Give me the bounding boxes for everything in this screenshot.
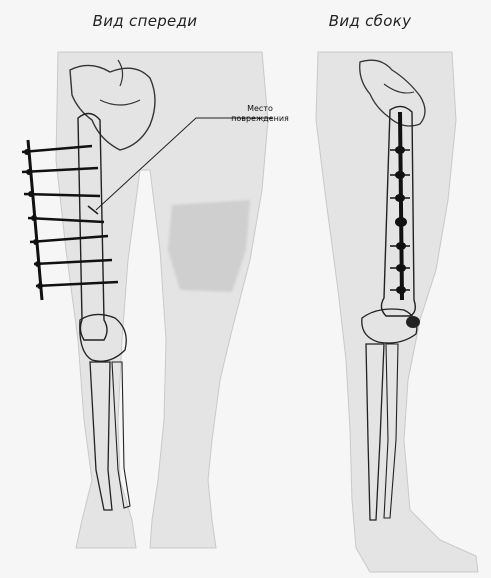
injury-site-label-line1: Место bbox=[210, 104, 310, 114]
injury-site-label: Место повреждения bbox=[210, 104, 310, 124]
injury-site-label-line2: повреждения bbox=[210, 114, 310, 124]
side-patella bbox=[406, 316, 420, 328]
side-view-title: Вид сбоку bbox=[300, 10, 440, 32]
front-view-title: Вид спереди bbox=[60, 10, 230, 32]
